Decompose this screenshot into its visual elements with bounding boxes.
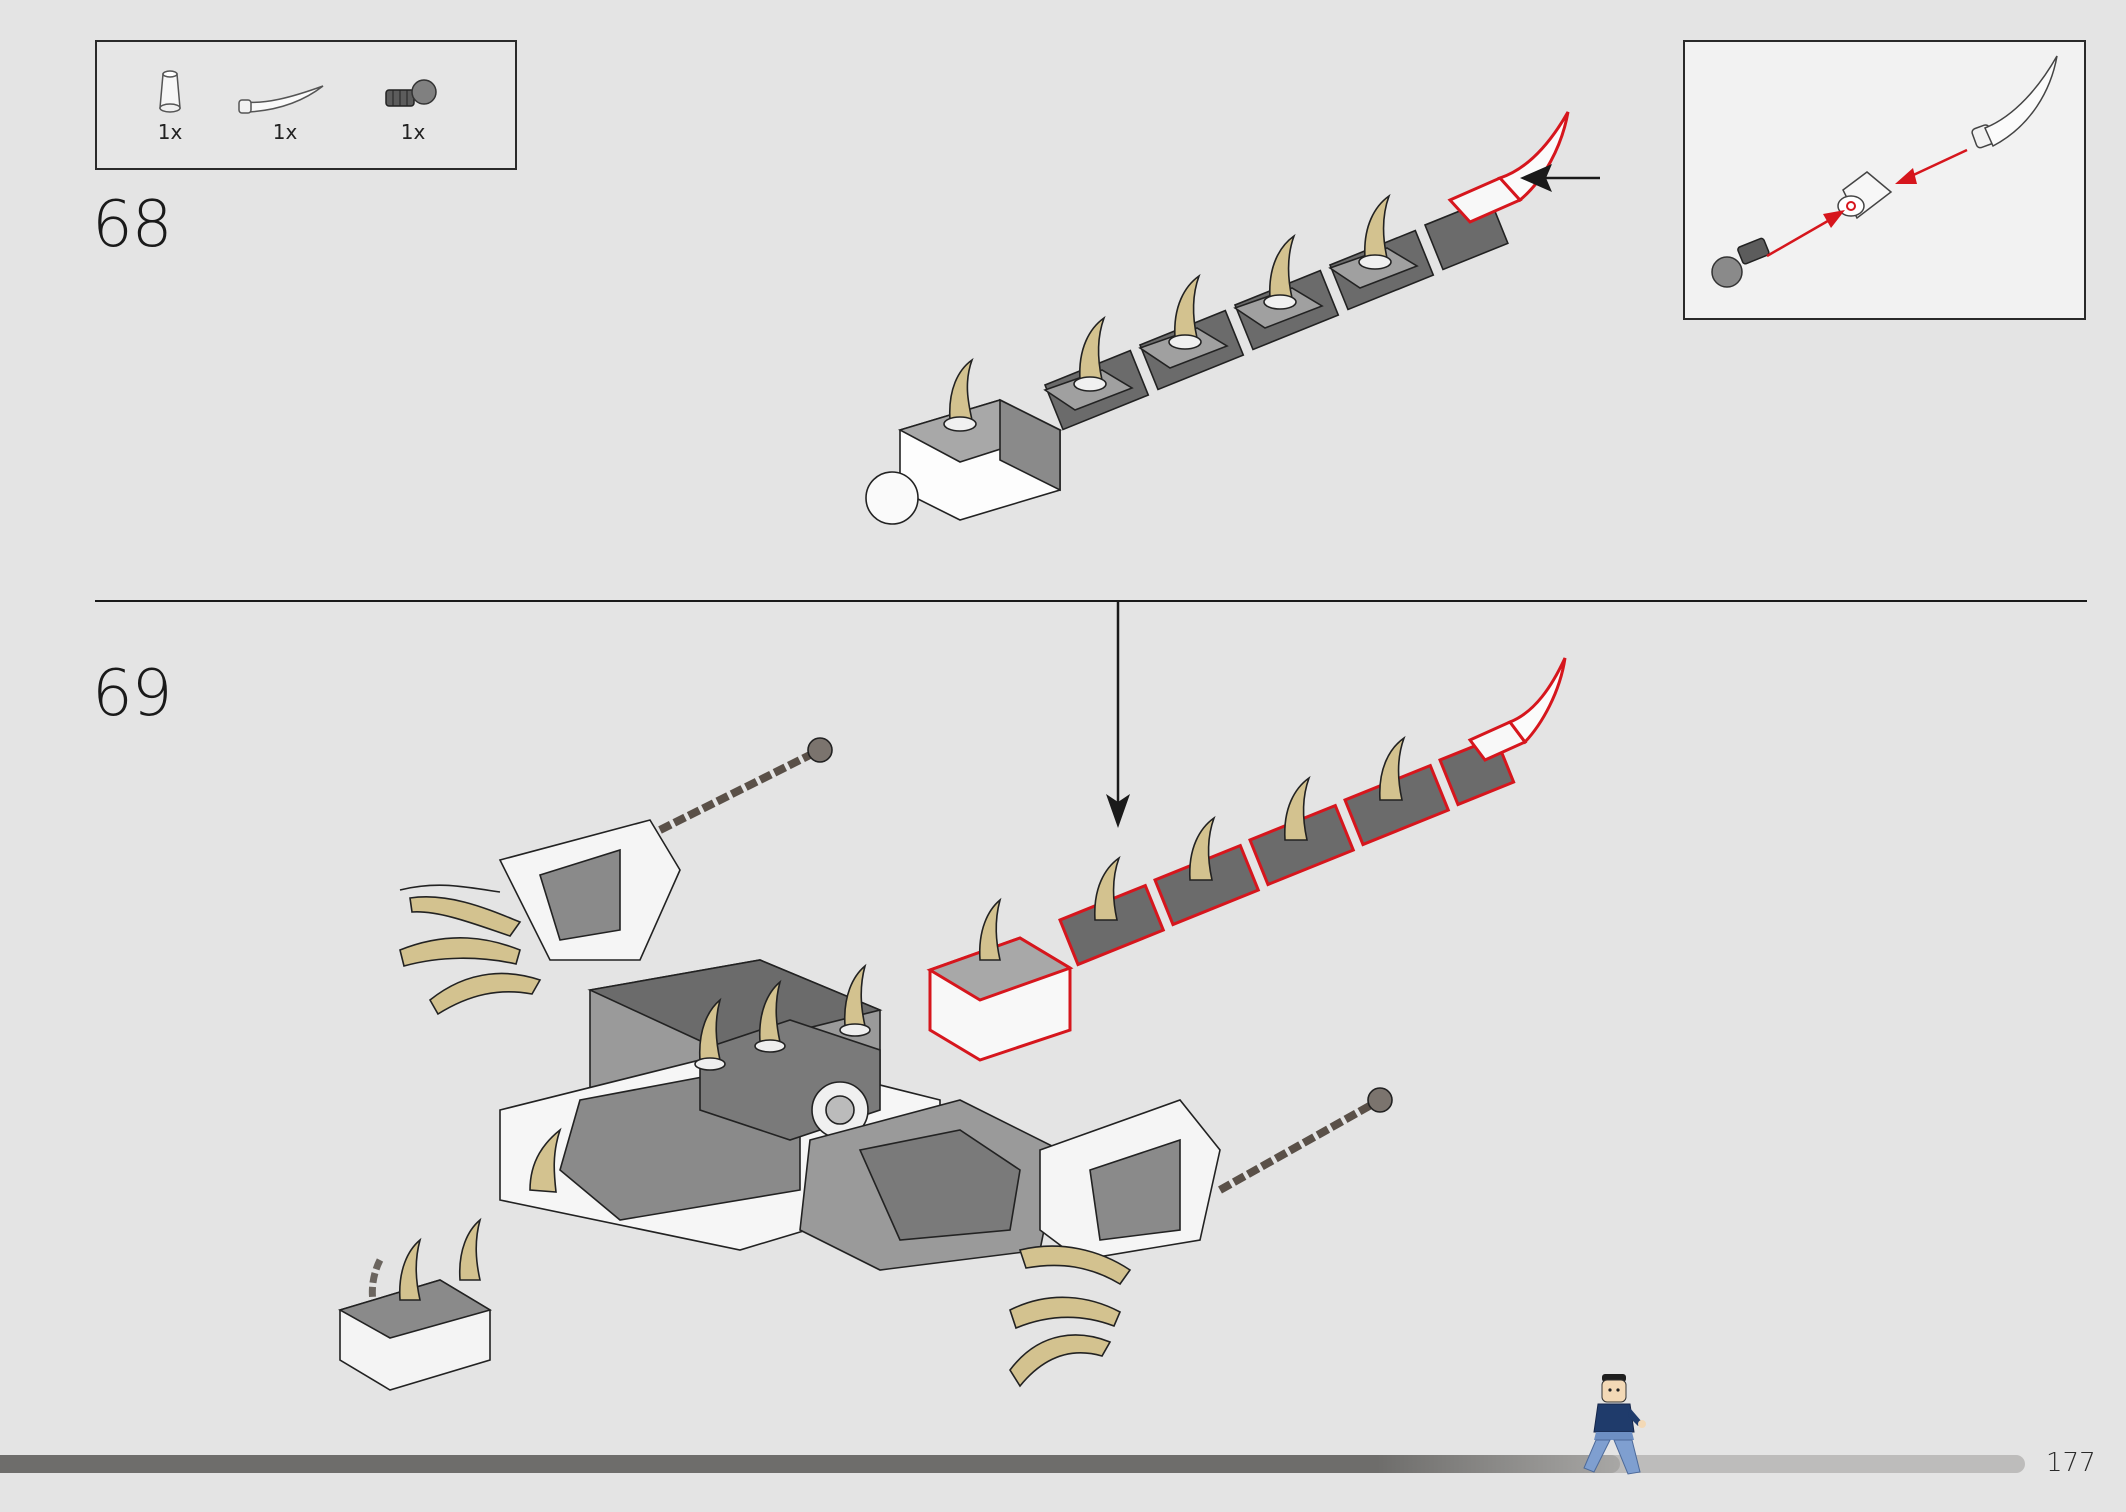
ball-pin-icon xyxy=(385,79,437,107)
part-item: 1x xyxy=(135,68,205,144)
part-item: 1x xyxy=(235,68,335,144)
parts-list-box: 1x 1x 1x xyxy=(95,40,517,170)
part-quantity: 1x xyxy=(400,120,426,144)
part-quantity: 1x xyxy=(157,120,183,144)
page-number: 177 xyxy=(2046,1448,2096,1478)
dragon-model-illustration xyxy=(337,657,1567,1391)
part-quantity: 1x xyxy=(272,120,298,144)
step-divider xyxy=(95,600,2087,602)
part-item: 1x xyxy=(373,68,453,144)
walking-minifigure-icon xyxy=(1583,1374,1646,1475)
step-number: 69 xyxy=(92,657,172,731)
sub-assembly-illustration xyxy=(1711,55,2058,288)
tail-assembly-illustration xyxy=(865,111,1600,525)
white-cone-icon xyxy=(159,70,181,113)
white-horn-icon xyxy=(238,85,324,114)
sub-assembly-callout xyxy=(1683,40,2086,320)
progress-bar xyxy=(0,1455,2025,1473)
progress-fill xyxy=(0,1455,1620,1473)
down-arrow xyxy=(1106,602,1130,828)
step-number: 68 xyxy=(92,188,172,262)
